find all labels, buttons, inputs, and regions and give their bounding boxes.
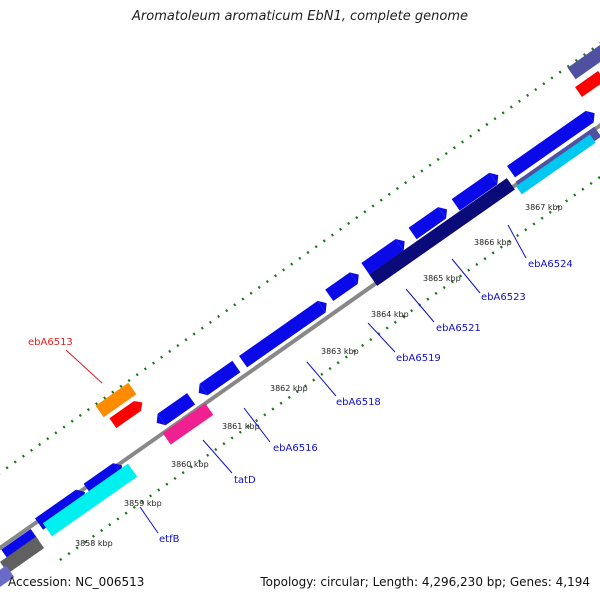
gene-arrow-4 [156, 393, 196, 426]
gene-block-slate-left [0, 565, 15, 589]
gene-block-slate-top [567, 44, 600, 80]
gene-block-red-outer [109, 401, 143, 429]
outer-ruler [0, 42, 600, 475]
genome-summary: Topology: circular; Length: 4,296,230 bp… [260, 575, 590, 589]
accession-label: Accession: NC_006513 [8, 575, 145, 589]
gene-label-ebA6523: ebA6523 [481, 292, 526, 303]
gene-label-ebA6521: ebA6521 [436, 323, 481, 334]
tick-label: 3859 kbp [124, 499, 162, 508]
gene-arrow-10 [451, 172, 499, 211]
tick-label: 3860 kbp [171, 460, 209, 469]
gene-label-etfB: etfB [159, 534, 180, 545]
gene-block-gray [0, 536, 45, 574]
tick-label: 3866 kbp [474, 238, 512, 247]
gene-arrow-6 [239, 300, 327, 368]
gene-label-tatD: tatD [234, 475, 256, 486]
gene-label-ebA6519: ebA6519 [396, 353, 441, 364]
gene-labels: etfB tatD ebA6516 ebA6518 ebA6519 ebA652… [28, 259, 573, 545]
gene-arrow-1 [1, 528, 39, 562]
gene-block-orange [95, 382, 137, 418]
gene-arrow-11 [507, 110, 595, 178]
tick-label: 3863 kbp [321, 347, 359, 356]
gene-label-ebA6516: ebA6516 [273, 443, 318, 454]
gene-block-navy [369, 178, 515, 286]
tick-label: 3867 kbp [525, 203, 563, 212]
inner-ruler [59, 175, 600, 562]
tick-labels: 3858 kbp 3859 kbp 3860 kbp 3861 kbp 3862… [75, 203, 563, 548]
map-title: Aromatoleum aromaticum EbN1, complete ge… [132, 9, 468, 24]
gene-block-cyan-etfB [42, 463, 138, 537]
leader-lines [65, 224, 527, 534]
gene-arrow-7 [325, 272, 359, 302]
tick-label: 3862 kbp [270, 384, 308, 393]
gene-label-ebA6524: ebA6524 [528, 259, 573, 270]
tick-label: 3861 kbp [222, 422, 260, 431]
gene-arrow-9 [408, 207, 448, 240]
gene-label-ebA6513: ebA6513 [28, 337, 73, 348]
tick-label: 3864 kbp [371, 310, 409, 319]
gene-block-red-top [575, 71, 600, 97]
tick-label: 3865 kbp [423, 274, 461, 283]
gene-arrow-8 [361, 238, 405, 275]
gene-label-ebA6518: ebA6518 [336, 397, 381, 408]
gene-block-cyan-upper [516, 134, 596, 195]
gene-arrow-5 [198, 360, 241, 396]
tick-label: 3858 kbp [75, 539, 113, 548]
gene-block-pink-tatD [162, 403, 214, 445]
